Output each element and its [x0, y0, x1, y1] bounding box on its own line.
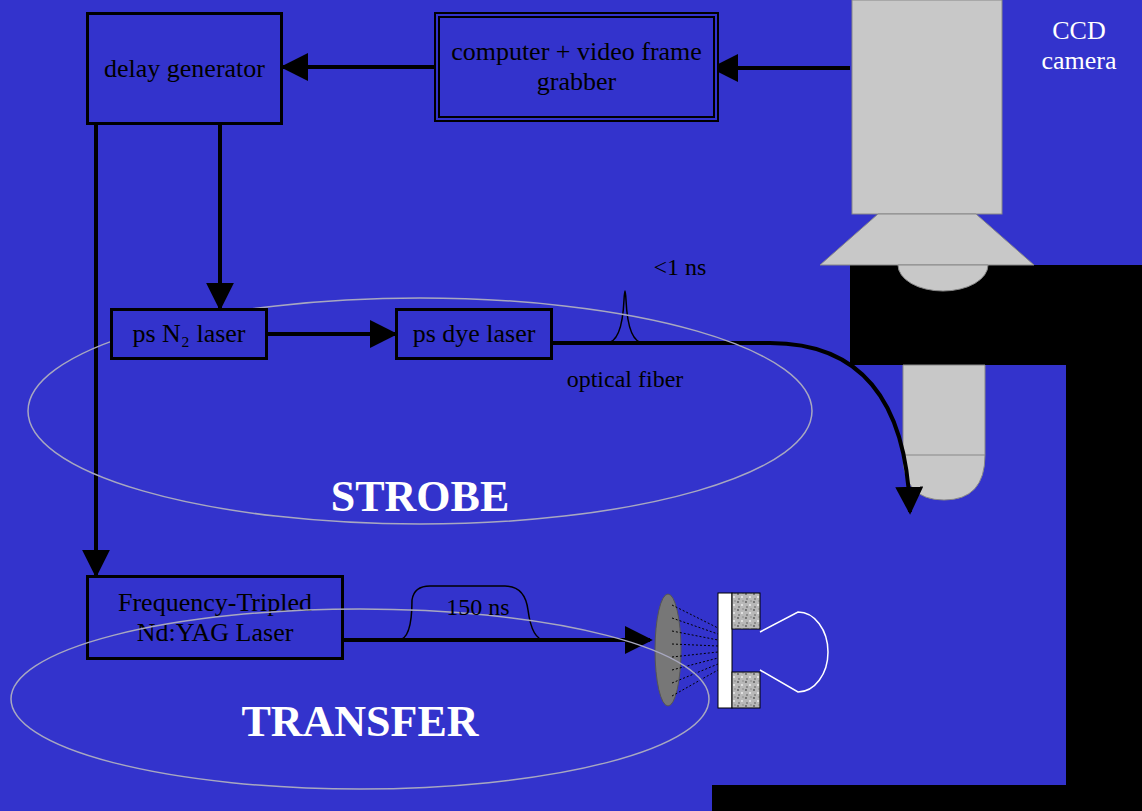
objective-ring	[903, 455, 985, 456]
camera-label: CCD camera	[1020, 16, 1138, 76]
signal-arrow	[94, 125, 98, 575]
focused-rays	[672, 605, 718, 696]
box-text: ps N₂ laser	[126, 319, 251, 349]
focusing-lens	[655, 594, 681, 706]
optical-fiber	[553, 343, 910, 512]
camera-lens	[898, 265, 988, 291]
laser-box: ps dye laser	[395, 308, 553, 360]
long-pulse	[398, 586, 545, 640]
control-box: delay generator	[86, 12, 283, 125]
box-text: computer + video frame grabber	[440, 37, 713, 97]
signal-arrow	[268, 332, 395, 336]
film-layer	[732, 593, 760, 629]
ejected-material	[760, 612, 828, 692]
laser-box: ps N₂ laser	[110, 308, 268, 360]
computer-box: computer + video frame grabber	[434, 12, 719, 122]
box-text: delay generator	[98, 54, 271, 84]
film-layer	[732, 672, 760, 708]
signal-arrow	[218, 125, 222, 308]
transparent-support	[718, 593, 732, 708]
fiber-label: optical fiber	[560, 366, 690, 394]
camera-body	[852, 0, 1002, 214]
microscope-base	[712, 785, 1142, 811]
box-text: ps dye laser	[407, 319, 542, 349]
transfer-region: TRANSFER	[10, 608, 710, 790]
objective	[903, 365, 985, 500]
signal-arrow	[283, 65, 434, 69]
pulse-width: <1 ns	[640, 254, 720, 282]
region-title: STROBE	[27, 473, 813, 521]
video-signal-arrow	[713, 66, 850, 70]
microscope-stand	[1066, 265, 1142, 811]
transfer-beam	[336, 638, 650, 642]
camera-adapter	[820, 214, 1034, 265]
pulse-width: 150 ns	[430, 594, 526, 622]
region-title: TRANSFER	[10, 698, 710, 746]
